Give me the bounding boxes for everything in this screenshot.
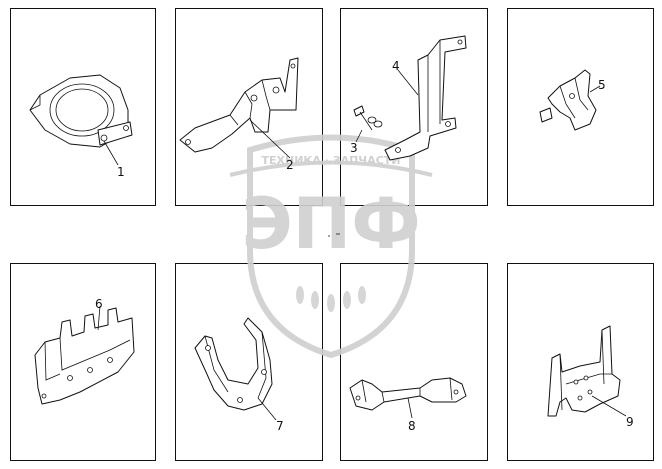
watermark-logo: ЭПФ [229, 134, 433, 359]
part-label-6: 6 [95, 297, 103, 311]
watermark-logo-text: ЭПФ [241, 183, 420, 265]
part-5-drawing: 5 [539, 69, 606, 131]
panel-part-9 [507, 263, 654, 461]
part-1-drawing: 1 [29, 74, 133, 179]
part-3-4-drawing: 4 3 [350, 35, 467, 161]
bolt-icon [353, 105, 383, 131]
part-label-3: 3 [350, 141, 358, 155]
part-label-9: 9 [626, 415, 634, 429]
part-6-drawing: 6 [34, 297, 135, 405]
part-7-drawing: 7 [194, 317, 284, 433]
part-label-2: 2 [286, 158, 294, 172]
part-label-4: 4 [392, 59, 400, 73]
part-label-1: 1 [117, 165, 125, 179]
part-2-drawing: 2 [179, 57, 299, 172]
part-label-5: 5 [598, 78, 606, 92]
part-9-drawing: 9 [547, 325, 634, 429]
center-mark [328, 233, 340, 237]
wheat-icon [296, 286, 366, 312]
part-8-drawing: 8 [349, 377, 467, 433]
part-label-7: 7 [276, 419, 284, 433]
part-label-8: 8 [408, 419, 416, 433]
watermark-top-text: ТЕХНИКА · ЗАПЧАСТИ [262, 154, 401, 167]
